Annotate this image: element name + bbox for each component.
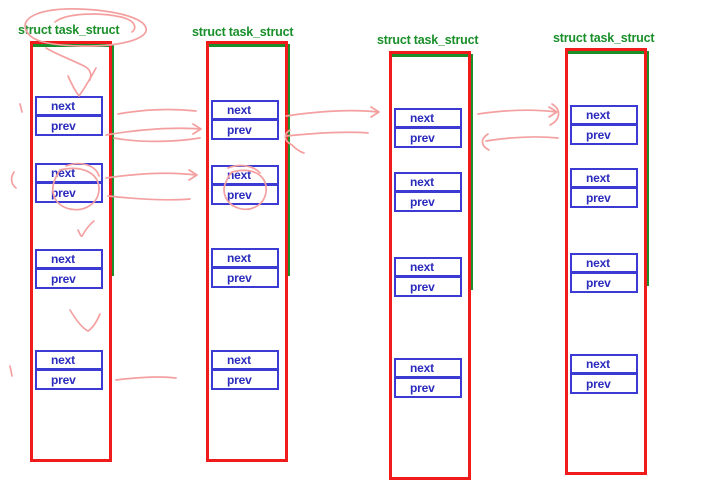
struct-accent-right-1: [112, 44, 114, 276]
next-field-1-3: next: [35, 249, 103, 270]
next-field-1-4: next: [35, 350, 103, 371]
annotation-tick-2: [10, 171, 17, 189]
next-field-1-1: next: [35, 96, 103, 117]
prev-field-4-1: prev: [570, 124, 638, 145]
annotation-arrow-4-head: [188, 169, 198, 181]
next-field-2-2: next: [211, 165, 279, 186]
struct-title-1: struct task_struct: [18, 23, 120, 37]
next-field-3-2: next: [394, 172, 462, 193]
next-field-4-2: next: [570, 168, 638, 189]
struct-title-3: struct task_struct: [377, 33, 479, 47]
struct-title-2: struct task_struct: [192, 25, 294, 39]
next-field-4-4: next: [570, 354, 638, 375]
prev-field-2-1: prev: [211, 119, 279, 140]
annotation-arrow-2-head: [192, 123, 202, 135]
annotation-tick-1: [19, 103, 23, 113]
struct-accent-right-3: [471, 54, 473, 290]
annotation-arrow-6: [285, 109, 379, 117]
next-field-4-3: next: [570, 253, 638, 274]
annotation-arrow-8-curl: [549, 103, 560, 126]
prev-field-2-3: prev: [211, 267, 279, 288]
prev-field-1-1: prev: [35, 115, 103, 136]
annotation-arrow-8-head: [548, 106, 558, 118]
annotation-arrow-2: [105, 127, 201, 136]
annotation-arrow-9: [485, 136, 559, 142]
annotation-arrow-7-tail: [291, 144, 305, 154]
next-field-2-3: next: [211, 248, 279, 269]
next-field-3-4: next: [394, 358, 462, 379]
struct-title-4: struct task_struct: [553, 31, 655, 45]
prev-field-3-4: prev: [394, 377, 462, 398]
prev-field-1-2: prev: [35, 182, 103, 203]
annotation-arrow-3: [113, 137, 201, 143]
annotation-arrow-6-head: [370, 106, 380, 118]
next-field-1-2: next: [35, 163, 103, 184]
annotation-arrow-7: [285, 131, 369, 137]
annotation-tick-3: [9, 365, 13, 377]
annotation-arrow-8: [477, 109, 557, 115]
struct-accent-right-4: [647, 51, 649, 286]
prev-field-1-3: prev: [35, 268, 103, 289]
prev-field-2-2: prev: [211, 184, 279, 205]
next-field-4-1: next: [570, 105, 638, 126]
struct-accent-right-2: [288, 44, 290, 276]
struct-accent-top-2: [209, 44, 285, 47]
annotation-stub-1: [115, 376, 177, 381]
annotation-arrow-9-hook: [481, 133, 490, 151]
next-field-3-1: next: [394, 108, 462, 129]
next-field-2-1: next: [211, 100, 279, 121]
prev-field-3-3: prev: [394, 276, 462, 297]
next-field-3-3: next: [394, 257, 462, 278]
prev-field-4-3: prev: [570, 272, 638, 293]
prev-field-4-4: prev: [570, 373, 638, 394]
next-field-2-4: next: [211, 350, 279, 371]
prev-field-4-2: prev: [570, 187, 638, 208]
prev-field-3-1: prev: [394, 127, 462, 148]
annotation-arrow-4: [105, 172, 197, 179]
annotation-arrow-5: [107, 195, 191, 201]
prev-field-1-4: prev: [35, 369, 103, 390]
annotation-arrow-1: [117, 108, 197, 115]
struct-accent-top-1: [33, 44, 109, 47]
struct-accent-top-4: [568, 51, 644, 54]
prev-field-2-4: prev: [211, 369, 279, 390]
struct-accent-top-3: [392, 54, 468, 57]
prev-field-3-2: prev: [394, 191, 462, 212]
